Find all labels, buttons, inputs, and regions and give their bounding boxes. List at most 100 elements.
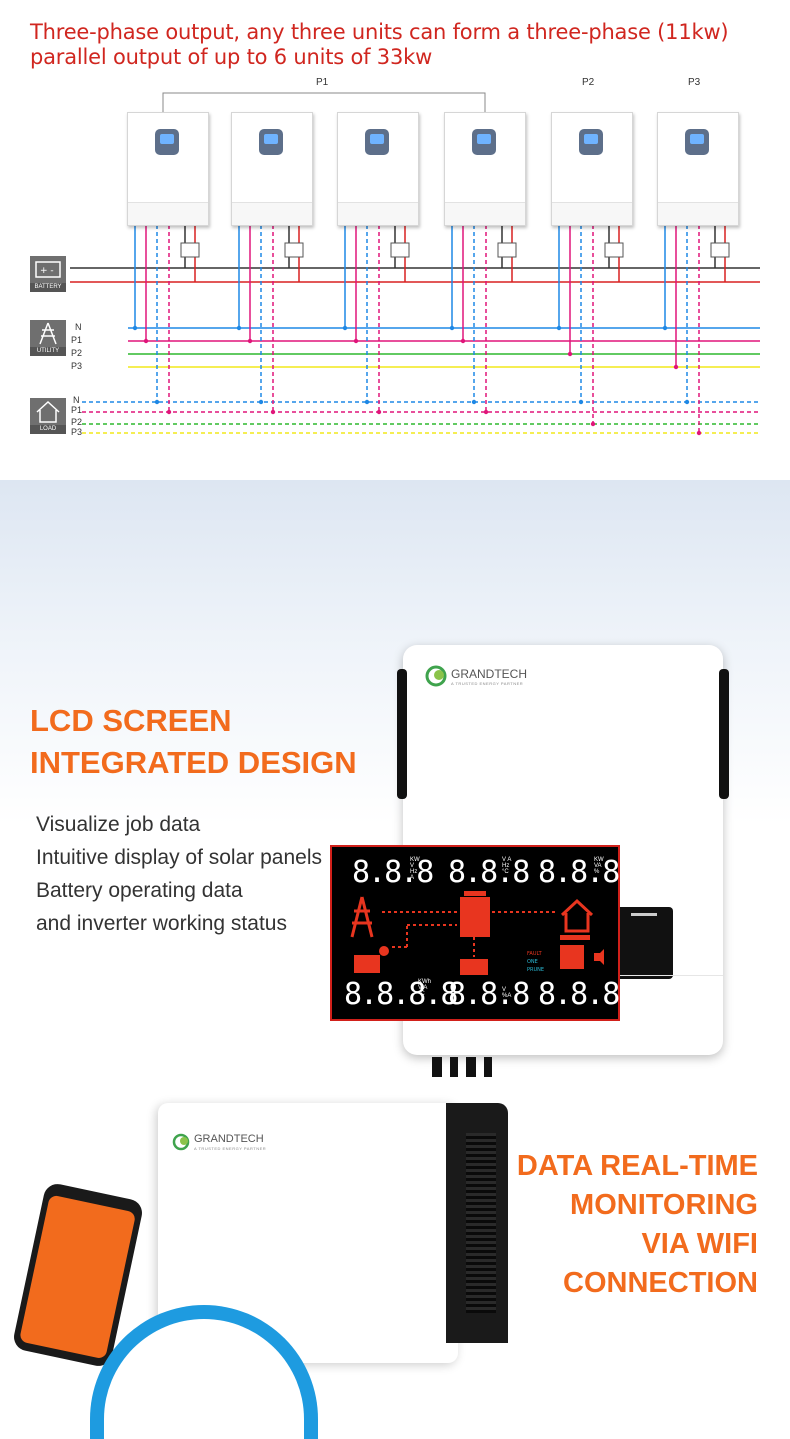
breaker-icon: [497, 242, 517, 258]
battery-icon: [460, 959, 488, 975]
inverter-screen-icon: [155, 129, 179, 155]
lcd-units-top-mid: V A Hz °C: [502, 857, 512, 875]
lcd-screen-panel: 8.8.8 KW V Hz A 8.8.8 V A Hz °C 8.8.8 KW…: [330, 845, 620, 1021]
diagram-heading-line1: Three-phase output, any three units can …: [30, 20, 729, 44]
svg-text:PRUNE: PRUNE: [527, 967, 544, 973]
breaker-icon: [284, 242, 304, 258]
wire-junction: [696, 430, 702, 436]
inverter-unit-4: [444, 112, 526, 226]
inverter-heatsink: [446, 1103, 508, 1343]
wire-junction: [684, 399, 690, 405]
battery-label: BATTERY: [30, 283, 66, 292]
phase-label-p3: P3: [688, 77, 701, 88]
grandtech-logo: [172, 1133, 194, 1156]
inverter-unit-6: [657, 112, 739, 226]
breaker-icon: [604, 242, 624, 258]
buzzer-icon: [594, 949, 604, 965]
three-phase-diagram-section: Three-phase output, any three units can …: [0, 0, 790, 480]
inverter-screen-icon: [685, 129, 709, 155]
lcd-title-line1: LCD SCREEN: [30, 703, 232, 738]
diagram-heading-line2: parallel output of up to 6 units of 33kw: [30, 45, 433, 69]
wifi-brand-name: GRANDTECH: [194, 1133, 264, 1145]
wifi-brand-tagline: A TRUSTED ENERGY PARTNER: [194, 1146, 267, 1151]
wire-junction: [270, 409, 276, 415]
inverter-display-window: [613, 907, 673, 979]
grandtech-leaf-icon: [172, 1133, 190, 1151]
wire-junction: [556, 325, 562, 331]
inverter-side-handle: [719, 669, 729, 799]
wifi-title-line1: DATA REAL-TIME: [516, 1150, 758, 1182]
inverter-screen-icon: [365, 129, 389, 155]
inverter-icon: [460, 897, 490, 937]
feature-item-1: Visualize job data: [36, 813, 201, 836]
inverter-side-handle: [397, 669, 407, 799]
lcd-readout-top-mid: 8.8.8: [448, 855, 530, 890]
lcd-readout-top-right: 8.8.8: [538, 855, 620, 890]
breaker-icon: [180, 242, 200, 258]
wire-junction: [460, 338, 466, 344]
wire-junction: [154, 399, 160, 405]
load-row-p1: P1: [71, 405, 83, 415]
phase-label-p2: P2: [582, 77, 595, 88]
wire-junction: [590, 421, 596, 427]
wire-junction: [247, 338, 253, 344]
wire-junction: [353, 338, 359, 344]
house-icon: [560, 898, 594, 933]
battery-icon: + - BATTERY: [30, 256, 66, 292]
utility-row-p1: P1: [71, 335, 83, 345]
load-label: LOAD: [30, 425, 66, 434]
wifi-title-line2: MONITORING: [570, 1189, 758, 1221]
wire-junction: [471, 399, 477, 405]
load-row-n: N: [73, 395, 80, 405]
wire-junction: [483, 409, 489, 415]
inverter-mode-icon: [560, 945, 584, 969]
svg-text:FAULT: FAULT: [527, 951, 543, 957]
wire-junction: [364, 399, 370, 405]
inverter-cable-connectors: [430, 1055, 505, 1080]
brand-name: GRANDTECH: [451, 667, 528, 681]
inverter-unit-2: [231, 112, 313, 226]
lcd-readout-bottom-mid: 8.8.8: [448, 977, 530, 1012]
wire-junction: [143, 338, 149, 344]
breaker-icon: [710, 242, 730, 258]
wire-junction: [673, 364, 679, 370]
utility-tower-icon: UTILITY: [30, 320, 66, 356]
lcd-readout-top-left: 8.8.8: [352, 855, 434, 890]
wire-junction: [376, 409, 382, 415]
utility-row-n: N: [75, 322, 82, 332]
brand-tagline: A TRUSTED ENERGY PARTNER: [451, 681, 524, 686]
lcd-title-line2: INTEGRATED DESIGN: [30, 745, 357, 780]
svg-text:+ -: + -: [40, 266, 54, 276]
wire-junction: [578, 399, 584, 405]
feature-item-3: Battery operating data: [36, 879, 243, 902]
lcd-readout-bottom-right: 8.8.8: [538, 977, 620, 1012]
phase-label-p1: P1: [316, 77, 329, 88]
breaker-icon: [390, 242, 410, 258]
wire-junction: [449, 325, 455, 331]
wire-junction: [166, 409, 172, 415]
lcd-units-bottom-left: KWh V A °C: [418, 979, 432, 997]
load-house-icon: LOAD: [30, 398, 66, 434]
wire-junction: [567, 351, 573, 357]
inverter-unit-3: [337, 112, 419, 226]
load-row-p3: P3: [71, 427, 83, 437]
utility-row-p2: P2: [71, 348, 83, 358]
wire-junction: [132, 325, 138, 331]
grid-tower-icon: [350, 896, 374, 938]
lcd-readout-bottom-left: 8.8.8.8: [344, 977, 458, 1012]
inverter-screen-icon: [472, 129, 496, 155]
wifi-title-line4: CONNECTION: [563, 1267, 758, 1299]
inverter-screen-icon: [259, 129, 283, 155]
feature-item-2: Intuitive display of solar panels: [36, 846, 322, 869]
grandtech-leaf-icon: [425, 665, 447, 687]
inverter-unit-1: [127, 112, 209, 226]
wifi-title-line3: VIA WIFI: [641, 1228, 758, 1260]
wire-junction: [258, 399, 264, 405]
lcd-units-top-right: KW VA %: [594, 857, 604, 875]
inverter-unit-5: [551, 112, 633, 226]
lcd-units-bottom-mid: V %A: [502, 987, 512, 999]
grandtech-logo: [425, 665, 451, 692]
utility-row-p3: P3: [71, 361, 83, 371]
